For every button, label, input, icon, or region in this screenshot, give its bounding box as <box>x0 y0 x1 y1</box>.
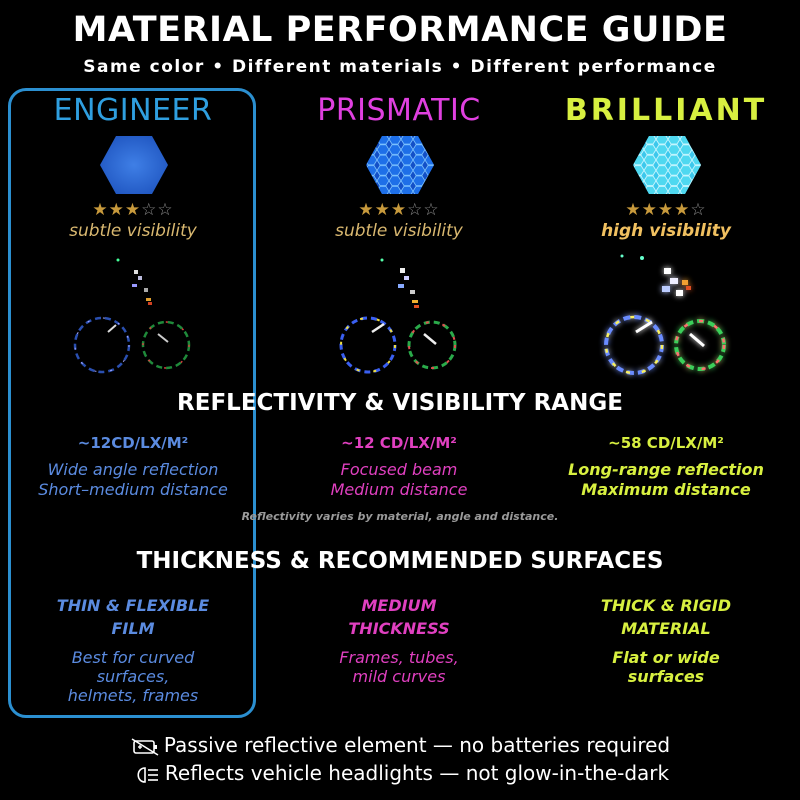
reflectivity-value-engineer: ~12CD/LX/M² <box>77 434 189 452</box>
reflection-desc-engineer: Wide angle reflection Short–medium dista… <box>0 460 266 500</box>
material-name-engineer: ENGINEER <box>53 93 213 128</box>
star-empty-icon: ☆ <box>407 200 424 220</box>
thickness-line: THIN & FLEXIBLE <box>56 596 210 615</box>
star-filled-icon: ★ <box>92 200 109 220</box>
surface-line: surfaces, <box>96 667 170 686</box>
prismatic-swatch-icon <box>366 136 434 194</box>
thickness-label-prismatic: MEDIUM THICKNESS <box>266 594 532 640</box>
engineer-highlight-box <box>8 88 256 718</box>
footer-line-headlights: Reflects vehicle headlights — not glow-i… <box>0 761 800 785</box>
reflection-desc-brilliant: Long-range reflection Maximum distance <box>533 460 799 500</box>
reflection-desc-line: Medium distance <box>330 480 468 499</box>
rating-stars-brilliant: ★★★★☆ <box>533 200 799 220</box>
page-subtitle: Same color • Different materials • Diffe… <box>83 57 717 77</box>
footer-text-batteries: Passive reflective element — no batterie… <box>163 733 671 757</box>
headlight-icon <box>137 766 158 783</box>
bicycle-brilliant-icon <box>604 254 726 375</box>
footer-text-headlights: Reflects vehicle headlights — not glow-i… <box>164 761 670 785</box>
surface-line: helmets, frames <box>67 686 199 705</box>
surface-label-prismatic: Frames, tubes, mild curves <box>266 648 532 686</box>
reflectivity-value-prismatic: ~12 CD/LX/M² <box>341 434 457 452</box>
material-name-brilliant: BRILLIANT <box>564 93 768 128</box>
visibility-label-engineer: subtle visibility <box>69 221 197 241</box>
page-title: MATERIAL PERFORMANCE GUIDE <box>72 10 728 50</box>
surface-line: mild curves <box>352 667 446 686</box>
thickness-label-engineer: THIN & FLEXIBLE FILM <box>0 594 266 640</box>
reflectivity-note: Reflectivity varies by material, angle a… <box>241 510 559 523</box>
thickness-line: FILM <box>111 619 155 638</box>
rating-stars-engineer: ★★★☆☆ <box>0 200 266 220</box>
reflection-desc-line: Short–medium distance <box>38 480 228 499</box>
star-empty-icon: ☆ <box>141 200 158 220</box>
bicycle-prismatic-icon <box>339 258 457 374</box>
thickness-line: MATERIAL <box>621 619 711 638</box>
star-filled-icon: ★ <box>374 200 391 220</box>
star-filled-icon: ★ <box>108 200 125 220</box>
section-title-reflectivity: REFLECTIVITY & VISIBILITY RANGE <box>177 390 623 416</box>
reflection-desc-line: Long-range reflection <box>568 460 764 479</box>
star-filled-icon: ★ <box>124 200 142 220</box>
surface-line: Best for curved <box>71 648 195 667</box>
footer-line-batteries: Passive reflective element — no batterie… <box>0 733 800 757</box>
surface-label-engineer: Best for curved surfaces, helmets, frame… <box>0 648 266 705</box>
star-empty-icon: ☆ <box>690 200 707 220</box>
star-filled-icon: ★ <box>641 200 658 220</box>
material-name-prismatic: PRISMATIC <box>317 93 481 128</box>
section-title-thickness: THICKNESS & RECOMMENDED SURFACES <box>136 548 664 574</box>
reflection-desc-line: Maximum distance <box>581 480 751 499</box>
star-empty-icon: ☆ <box>157 200 174 220</box>
star-filled-icon: ★ <box>625 200 642 220</box>
star-empty-icon: ☆ <box>423 200 440 220</box>
surface-line: Flat or wide <box>612 648 720 667</box>
reflection-desc-prismatic: Focused beam Medium distance <box>266 460 532 500</box>
star-filled-icon: ★ <box>657 200 675 220</box>
thickness-line: THICKNESS <box>348 619 450 638</box>
star-filled-icon: ★ <box>674 200 691 220</box>
star-filled-icon: ★ <box>358 200 375 220</box>
surface-line: surfaces <box>627 667 705 686</box>
engineer-swatch-icon <box>100 136 168 194</box>
thickness-label-brilliant: THICK & RIGID MATERIAL <box>533 594 799 640</box>
surface-line: Frames, tubes, <box>339 648 459 667</box>
bicycle-engineer-icon <box>73 258 191 374</box>
rating-stars-prismatic: ★★★☆☆ <box>266 200 532 220</box>
reflection-desc-line: Focused beam <box>340 460 458 479</box>
thickness-line: MEDIUM <box>361 596 437 615</box>
no-battery-icon <box>131 737 159 756</box>
visibility-label-brilliant: high visibility <box>601 221 731 241</box>
reflectivity-value-brilliant: ~58 CD/LX/M² <box>608 434 724 452</box>
star-filled-icon: ★ <box>390 200 408 220</box>
reflection-desc-line: Wide angle reflection <box>47 460 219 479</box>
surface-label-brilliant: Flat or wide surfaces <box>533 648 799 686</box>
brilliant-swatch-icon <box>633 136 701 194</box>
thickness-line: THICK & RIGID <box>600 596 732 615</box>
visibility-label-prismatic: subtle visibility <box>335 221 463 241</box>
